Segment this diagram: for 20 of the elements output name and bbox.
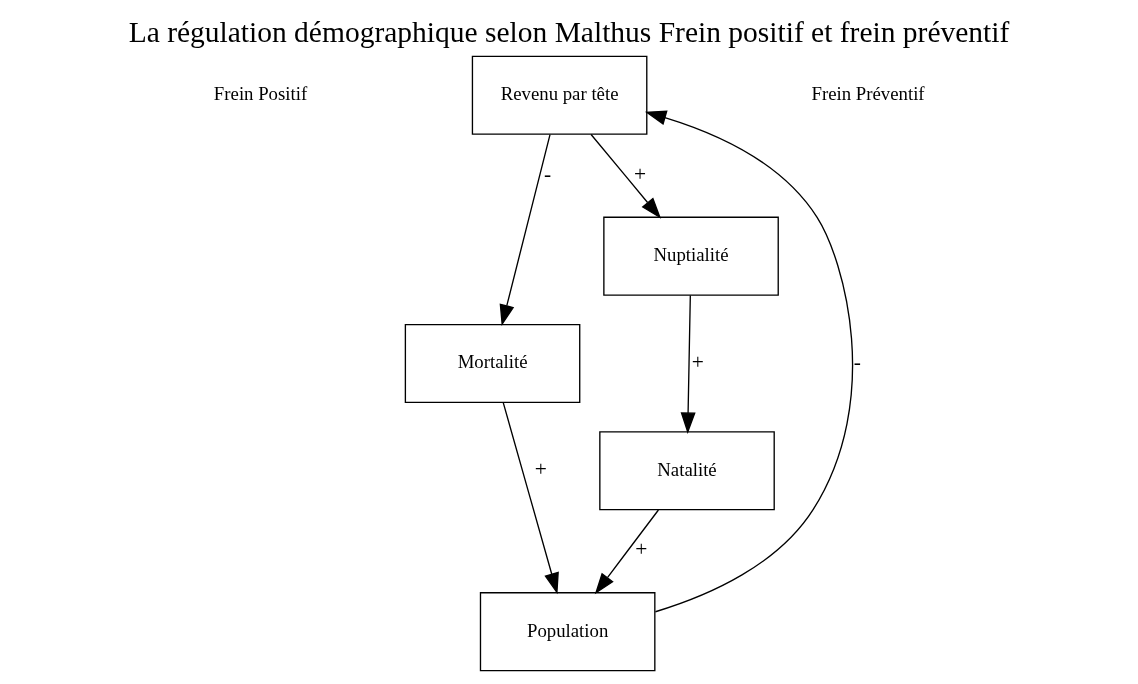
edge-label: + xyxy=(635,537,648,562)
arrow xyxy=(502,402,559,595)
arrow xyxy=(499,133,551,327)
edge-label: + xyxy=(634,161,647,186)
arrow xyxy=(644,110,854,613)
node-box: Natalité xyxy=(599,431,775,511)
edge-label: + xyxy=(691,349,704,374)
node-box: Revenu par tête xyxy=(471,55,648,135)
node-box: Mortalité xyxy=(404,323,581,404)
arrow xyxy=(590,133,662,219)
label: Frein Préventif xyxy=(811,83,925,105)
diagram-title: La régulation démographique selon Malthus Frein positif et frein préventif xyxy=(128,16,1010,49)
edge-label: + xyxy=(534,456,547,481)
edge-label: - xyxy=(853,349,861,374)
label: Frein Positif xyxy=(213,83,308,105)
edge-label: - xyxy=(543,161,552,186)
node-box: Population xyxy=(479,592,656,672)
arrow xyxy=(594,509,660,595)
node-box: Nuptialité xyxy=(603,216,779,296)
arrow xyxy=(680,294,696,434)
